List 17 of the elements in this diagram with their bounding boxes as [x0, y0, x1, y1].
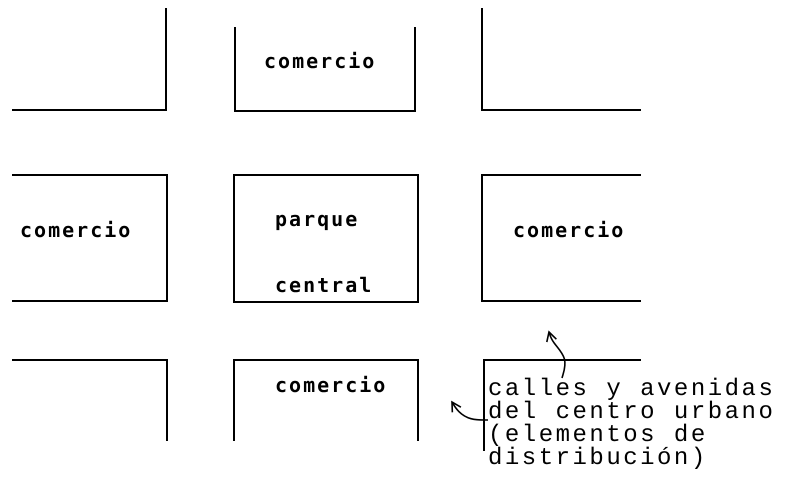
block-outline — [481, 8, 641, 111]
city-block — [233, 359, 419, 441]
block-label: comercio — [264, 49, 376, 73]
block-outline — [483, 359, 641, 375]
block-outline — [12, 359, 168, 441]
city-block — [234, 27, 416, 112]
leader-arrow — [546, 331, 566, 378]
block-label: parque central — [275, 206, 374, 299]
block-label: comercio — [275, 373, 388, 397]
block-label: comercio — [20, 218, 132, 242]
annotation-text: calles y avenidas del centro urbano (elementos de distribución) — [488, 378, 776, 470]
city-block — [12, 174, 168, 302]
block-label: comercio — [513, 218, 626, 242]
city-block — [233, 174, 419, 303]
leader-arrow — [451, 401, 488, 421]
city-block — [481, 174, 641, 302]
block-outline — [12, 8, 167, 111]
